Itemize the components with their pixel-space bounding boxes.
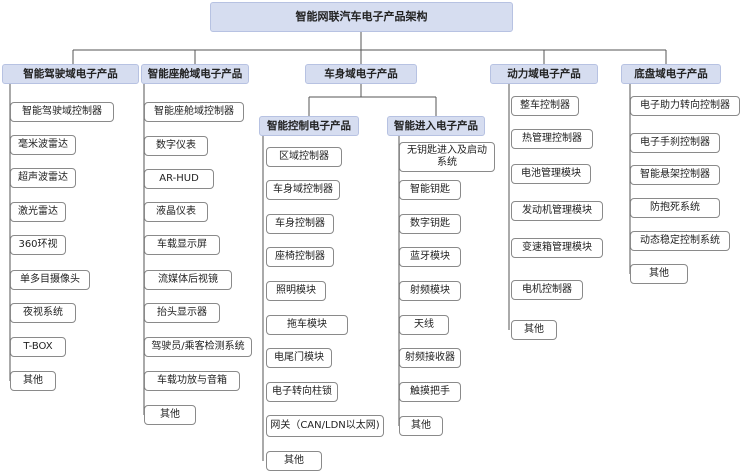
control-item-gateway: 网关（CAN/LDN以太网): [266, 415, 384, 437]
entry-item-bluetooth-module: 蓝牙模块: [399, 247, 461, 267]
chassis-item-abs: 防抱死系统: [630, 198, 720, 218]
root-title: 智能网联汽车电子产品架构: [210, 2, 513, 32]
power-item-engine-management: 发动机管理模块: [511, 201, 603, 221]
subdomain-title-entry: 智能进入电子产品: [387, 116, 485, 136]
cockpit-item-digital-cluster: 数字仪表: [144, 136, 208, 156]
control-item-other: 其他: [266, 451, 322, 471]
adas-item-mmwave-radar: 毫米波雷达: [10, 135, 76, 155]
entry-item-smart-key: 智能钥匙: [399, 180, 461, 200]
chassis-item-other: 其他: [630, 264, 688, 284]
chassis-item-esc: 动态稳定控制系统: [630, 231, 730, 251]
cockpit-item-lcd-cluster: 液晶仪表: [144, 202, 208, 222]
adas-item-lidar: 激光雷达: [10, 202, 66, 222]
domain-title-power: 动力域电子产品: [490, 64, 598, 84]
domain-title-cockpit: 智能座舱域电子产品: [141, 64, 249, 84]
cockpit-item-audio: 车载功放与音箱: [144, 371, 240, 391]
entry-item-other: 其他: [399, 416, 443, 436]
domain-title-adas: 智能驾驶域电子产品: [2, 64, 139, 84]
power-item-other: 其他: [511, 320, 557, 340]
power-item-vcu: 整车控制器: [511, 96, 579, 116]
power-item-motor-controller: 电机控制器: [511, 280, 583, 300]
adas-item-ultrasonic-radar: 超声波雷达: [10, 168, 76, 188]
chassis-item-suspension-controller: 智能悬架控制器: [630, 165, 720, 185]
control-item-lighting-module: 照明模块: [266, 281, 326, 301]
domain-title-chassis: 底盘域电子产品: [621, 64, 721, 84]
control-item-steering-lock: 电子转向柱锁: [266, 382, 338, 402]
adas-item-360-view: 360环视: [10, 235, 66, 255]
entry-item-touch-handle: 触摸把手: [399, 382, 461, 402]
entry-item-rf-receiver: 射频接收器: [399, 348, 461, 368]
cockpit-item-other: 其他: [144, 405, 196, 425]
control-item-trailer-module: 拖车模块: [266, 315, 348, 335]
power-item-bms: 电池管理模块: [511, 164, 591, 184]
control-item-body-controller: 车身控制器: [266, 214, 334, 234]
entry-item-rf-module: 射频模块: [399, 281, 461, 301]
control-item-body-domain-controller: 车身域控制器: [266, 180, 340, 200]
adas-item-other: 其他: [10, 371, 56, 391]
entry-item-digital-key: 数字钥匙: [399, 214, 461, 234]
adas-item-domain-controller: 智能驾驶域控制器: [10, 102, 114, 122]
cockpit-item-streaming-mirror: 流媒体后视镜: [144, 270, 232, 290]
chassis-item-epb-controller: 电子手刹控制器: [630, 133, 720, 153]
adas-item-tbox: T-BOX: [10, 337, 66, 357]
entry-item-antenna: 天线: [399, 315, 449, 335]
cockpit-item-occupant-monitor: 驾驶员/乘客检测系统: [144, 337, 252, 357]
entry-item-keyless-system: 无钥匙进入及启动系统: [399, 142, 495, 172]
control-item-tailgate-module: 电尾门模块: [266, 348, 332, 368]
power-item-transmission-management: 变速箱管理模块: [511, 238, 603, 258]
control-item-zone-controller: 区域控制器: [266, 147, 342, 167]
adas-item-night-vision: 夜视系统: [10, 303, 76, 323]
adas-item-camera: 单多目摄像头: [10, 270, 90, 290]
control-item-seat-controller: 座椅控制器: [266, 247, 334, 267]
chassis-item-eps-controller: 电子助力转向控制器: [630, 96, 740, 116]
cockpit-item-display: 车载显示屏: [144, 235, 220, 255]
subdomain-title-control: 智能控制电子产品: [259, 116, 359, 136]
cockpit-item-domain-controller: 智能座舱域控制器: [144, 102, 244, 122]
cockpit-item-ar-hud: AR-HUD: [144, 169, 214, 189]
cockpit-item-hud: 抬头显示器: [144, 303, 220, 323]
domain-title-body: 车身域电子产品: [305, 64, 417, 84]
power-item-thermal-controller: 热管理控制器: [511, 129, 593, 149]
